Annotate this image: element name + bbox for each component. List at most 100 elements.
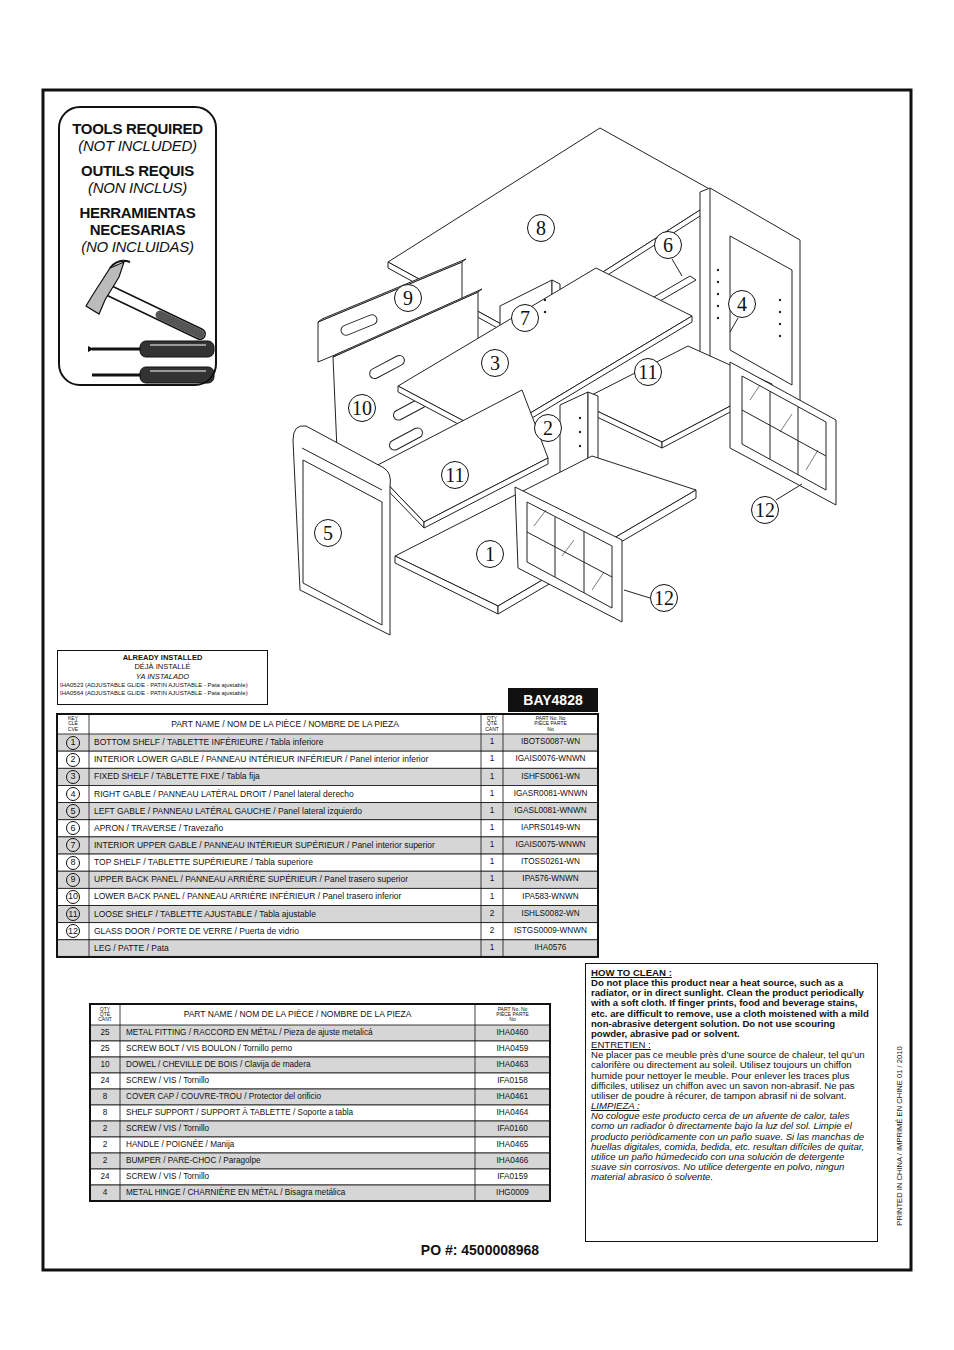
table-cell: 1 [481,820,503,837]
table-row [90,1185,550,1201]
table-cell: APRON / TRAVERSE / Travezaño [89,820,481,837]
key-circle: 5 [66,804,80,818]
key-circle: 1 [66,736,80,750]
key-circle: 10 [66,890,80,904]
table-row [90,1169,550,1185]
node-text: 10 [352,398,372,418]
model-badge: BAY4828 [508,688,598,712]
table-cell: METAL FITTING / RACCORD EN MÉTAL / Pieza… [120,1025,475,1041]
table-row [57,734,598,751]
key-circle: 6 [66,821,80,835]
node-text: (NO INCLUIDAS) [64,238,211,255]
table-cell: INTERIOR LOWER GABLE / PANNEAU INTÉRIEUR… [89,751,481,768]
node-text: 7 [520,308,530,328]
table-header: PART NAME / NOM DE LA PIÈCE / NOMBRE DE … [89,714,481,734]
table-row [90,1057,550,1073]
table-cell: 1 [481,751,503,768]
table-cell: SCREW BOLT / VIS BOULON / Tornillo perno [120,1041,475,1057]
table-cell: 24 [90,1073,120,1089]
table-cell: 8 [90,1089,120,1105]
table-cell: ISTGS0009-WNWN [503,923,598,940]
table-cell: IHA0463 [475,1057,550,1073]
page-frame [43,90,911,1270]
node-text: No cologue este producto cerca de un afu… [591,1111,872,1182]
table-cell: 4 [90,1185,120,1201]
table-cell: IHA0464 [475,1105,550,1121]
table-header: QTY QTÉ CANT [90,1004,120,1025]
hammer-icon [86,261,200,334]
table-cell: IAPRS0149-WN [503,820,598,837]
node-text: 5 [70,807,75,816]
callout-number: 2 [534,414,562,442]
node-text: 1 [485,544,495,564]
node-text: 12 [755,500,775,520]
table-cell: INTERIOR UPPER GABLE / PANNEAU INTÉRIEUR… [89,837,481,854]
table-cell: IGASL0081-WNWN [503,803,598,820]
callout-number: 11 [441,461,469,489]
node-text: 6 [70,824,75,833]
table-cell: RIGHT GABLE / PANNEAU LATÉRAL DROIT / Pa… [89,785,481,802]
table-cell: 1 [481,734,503,751]
table-rule [503,714,504,957]
table-row [90,1025,550,1041]
table-row [57,871,598,888]
table-cell: IFA0158 [475,1073,550,1089]
table-cell: 1 [481,871,503,888]
key-circle: 7 [66,838,80,852]
node-text: OUTILS REQUIS [64,162,211,179]
table-cell: UPPER BACK PANEL / PANNEAU ARRIÈRE SUPÉR… [89,871,481,888]
table-row [90,1089,550,1105]
table-cell: SHELF SUPPORT / SUPPORT À TABLETTE / Sop… [120,1105,475,1121]
table-header: PART NAME / NOM DE LA PIÈCE / NOMBRE DE … [120,1004,475,1025]
node-text: 11 [68,910,77,919]
table-row [90,1073,550,1089]
table-cell: 1 [481,854,503,871]
node-text: 7 [70,841,75,850]
node-text: (NON INCLUS) [64,179,211,196]
parts-tables [57,714,598,1201]
key-circle: 3 [66,770,80,784]
table-cell: IHA0460 [475,1025,550,1041]
table-cell: FIXED SHELF / TABLETTE FIXE / Tabla fija [89,768,481,785]
callout-number: 12 [751,496,779,524]
table-cell: DOWEL / CHEVILLE DE BOIS / Clavija de ma… [120,1057,475,1073]
table-row [57,768,598,785]
care-box: HOW TO CLEAN :Do not place this product … [585,963,878,1242]
table-cell: IGASR0081-WNWN [503,785,598,802]
callout-number: 6 [654,231,682,259]
node-text: 3 [70,772,75,781]
node-text: 12 [68,927,78,936]
table-cell: IHA0576 [503,940,598,957]
table-cell: 1 [481,837,503,854]
table-cell: IFA0160 [475,1121,550,1137]
node-text: IHA0564 (ADJUSTABLE GLIDE - PATIN AJUSTA… [60,689,265,697]
table-row [57,923,598,940]
table-rule [120,1004,121,1201]
table-row [57,803,598,820]
table-cell: GLASS DOOR / PORTE DE VERRE / Puerta de … [89,923,481,940]
node-text: 4 [737,294,747,314]
table-cell: IPA583-WNWN [503,888,598,905]
table-cell: 2 [90,1153,120,1169]
node-text: HOW TO CLEAN : [591,968,872,978]
table-cell: IPA576-WNWN [503,871,598,888]
table-row [57,751,598,768]
table-rule [89,714,90,957]
callout-number: 4 [728,290,756,318]
table-cell: LOWER BACK PANEL / PANNEAU ARRIÈRE INFÉR… [89,888,481,905]
table-cell: IGAIS0076-WNWN [503,751,598,768]
key-circle: 9 [66,873,80,887]
table-cell: 10 [90,1057,120,1073]
table-row [90,1121,550,1137]
table-row [90,1137,550,1153]
table-row [57,837,598,854]
node-text: 5 [323,523,333,543]
table-row [57,906,598,923]
tools-box: TOOLS REQUIRED(NOT INCLUDED)OUTILS REQUI… [58,106,217,386]
table-cell: IGAIS0075-WNWN [503,837,598,854]
table-header: QTY QTÉ CANT [481,714,503,734]
node-text: HERRAMIENTAS NECESARIAS [64,204,211,238]
node-text: YA INSTALADO [60,672,265,681]
table-cell: IHA0459 [475,1041,550,1057]
installed-box: ALREADY INSTALLEDDÉJÀ INSTALLÉYA INSTALA… [57,650,268,705]
